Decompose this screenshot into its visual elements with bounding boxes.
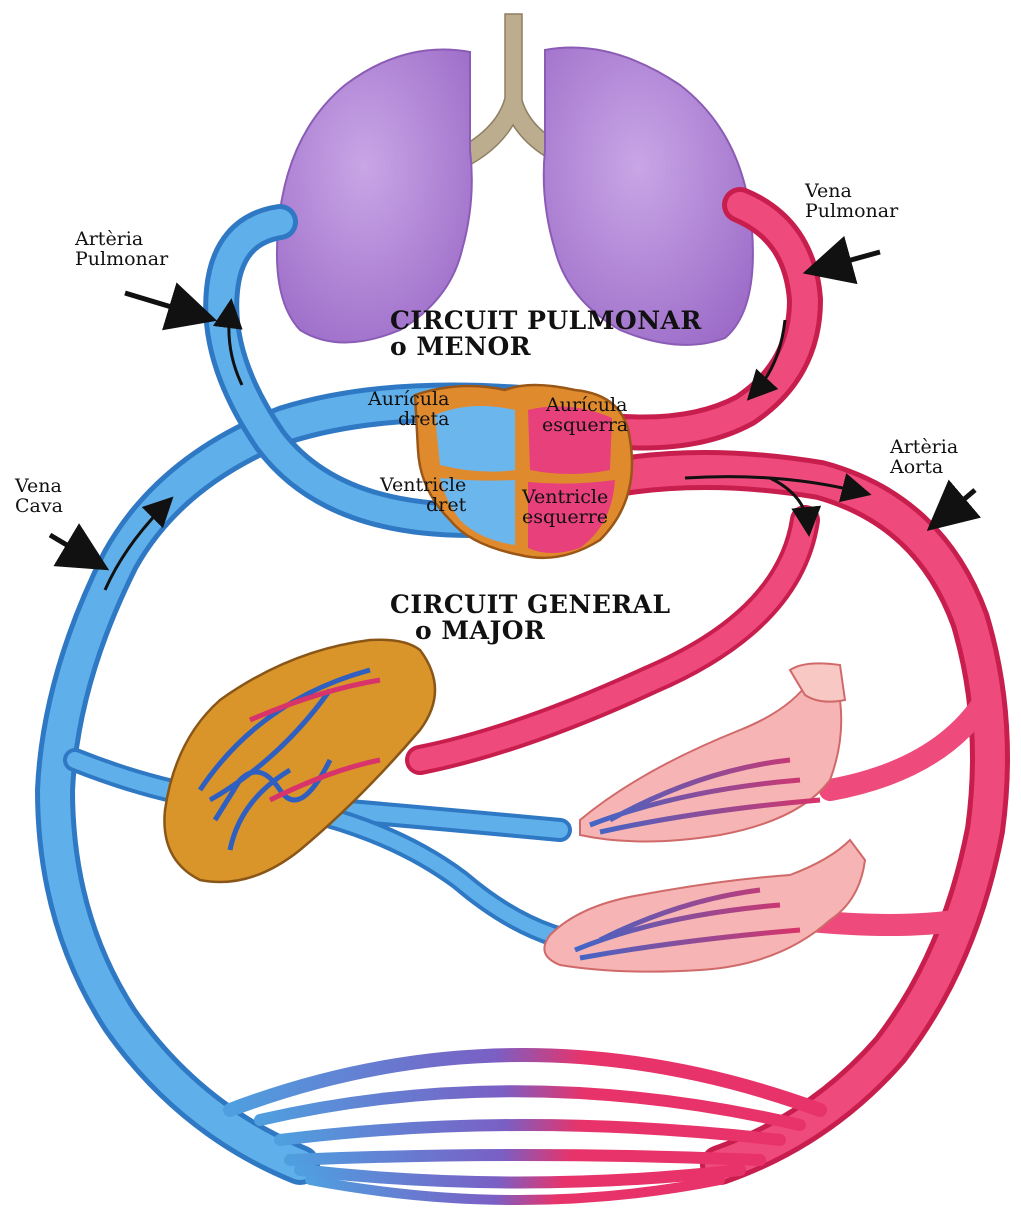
label-line: dret [380,496,466,516]
label-vena-cava: Vena Cava [15,477,63,517]
right-lung [544,48,753,345]
label-line: CIRCUIT GENERAL [390,592,671,618]
label-line: esquerre [522,508,608,528]
label-line: dreta [368,410,449,430]
label-line: Ventricle [380,476,466,496]
intestine [544,840,865,972]
label-line: Vena [805,182,898,202]
label-arteria-pulmonar: Artèria Pulmonar [75,230,168,270]
label-line: Ventricle [522,488,608,508]
label-line: Cava [15,497,63,517]
label-line: Vena [15,477,63,497]
label-line: Aurícula [542,396,628,416]
label-ventricle-dret: Ventricle dret [380,476,466,516]
label-circuit-general: CIRCUIT GENERAL o MAJOR [390,592,671,645]
label-vena-pulmonar: Vena Pulmonar [805,182,898,222]
left-lung [277,49,472,342]
label-auricula-dreta: Aurícula dreta [368,390,449,430]
label-line: Aurícula [368,390,449,410]
label-line: Pulmonar [75,250,168,270]
label-line: Pulmonar [805,202,898,222]
label-line: Artèria [75,230,168,250]
label-line: Artèria [890,438,958,458]
label-line: o MAJOR [390,618,671,644]
label-circuit-pulmonar: CIRCUIT PULMONAR o MENOR [390,308,702,361]
label-ventricle-esquerre: Ventricle esquerre [522,488,608,528]
label-line: Aorta [890,458,958,478]
label-line: CIRCUIT PULMONAR [390,308,702,334]
label-line: o MENOR [390,334,702,360]
label-line: esquerra [542,416,628,436]
label-auricula-esquerra: Aurícula esquerra [542,396,628,436]
label-arteria-aorta: Artèria Aorta [890,438,958,478]
